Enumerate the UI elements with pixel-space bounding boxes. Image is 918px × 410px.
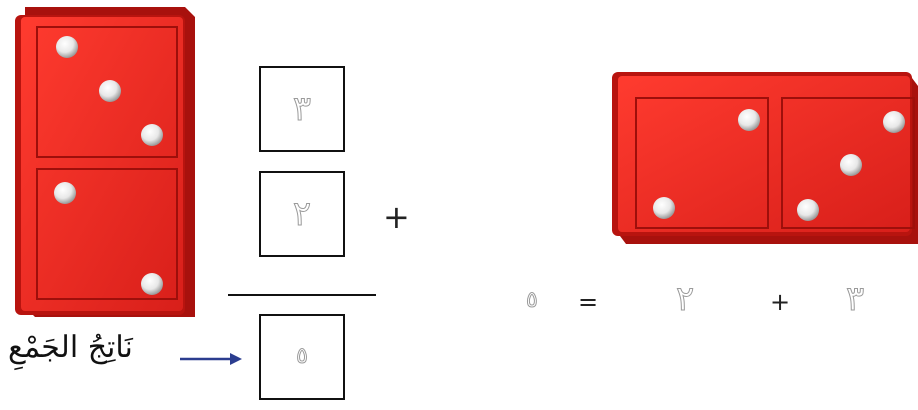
arrow-right-icon [180,353,242,365]
result-label: نَاتِجُ الجَمْعِ [8,330,133,365]
result-digit: ٥ [296,344,308,369]
top-digit: ٣ [292,89,312,129]
equation-first: ٣ [845,279,865,319]
middle-digit-box: ٢ [259,171,345,257]
vertical-domino [15,7,195,317]
pip-group-right [797,111,905,221]
pip-group-top [56,36,163,146]
equation-equals: = [578,288,599,316]
sum-line [228,294,376,296]
equation-result: ٥ [526,288,538,313]
pip-group-left [653,109,760,219]
equation-second: ٢ [675,279,695,319]
horizontal-domino [612,72,918,244]
pip-group-bottom [54,182,163,295]
equation-plus: + [770,288,791,316]
middle-digit: ٢ [292,194,312,234]
result-digit-box: ٥ [259,314,345,400]
top-digit-box: ٣ [259,66,345,152]
column-plus-sign: + [383,198,410,236]
